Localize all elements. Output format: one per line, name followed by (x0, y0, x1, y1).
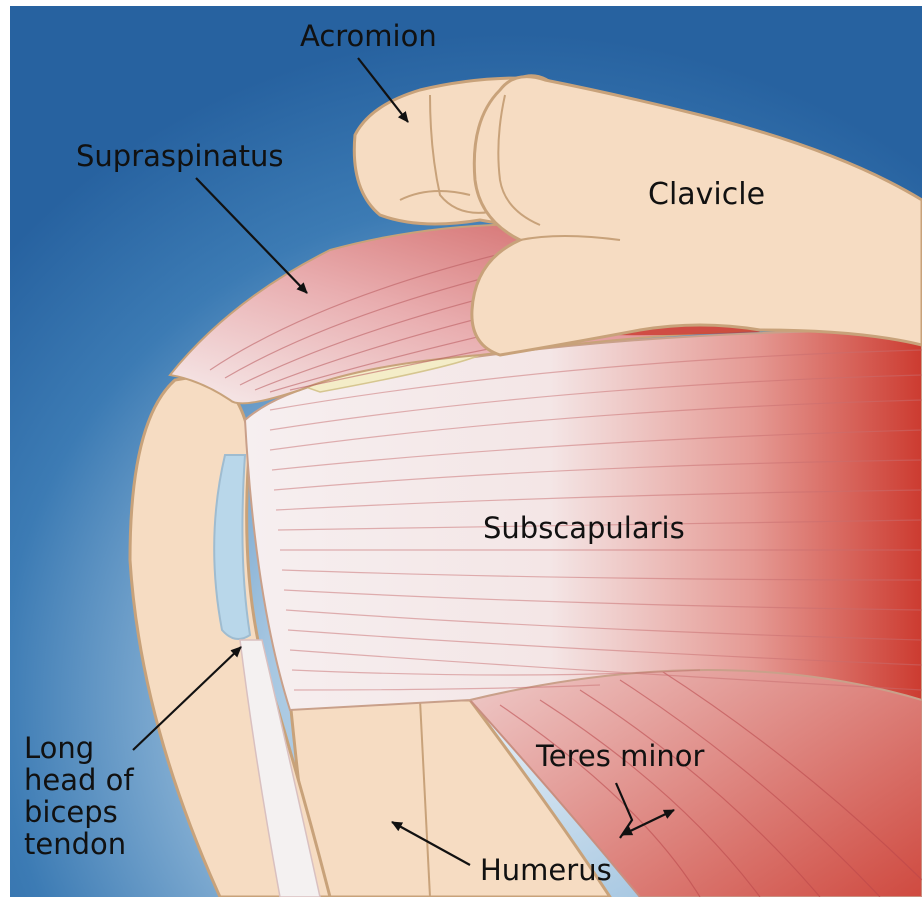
label-long-head-line2: head of (24, 763, 134, 797)
label-long-head-line1: Long (24, 731, 94, 765)
label-subscapularis: Subscapularis (483, 511, 685, 545)
label-supraspinatus: Supraspinatus (76, 139, 283, 173)
label-long-head-line3: biceps (24, 795, 118, 829)
label-clavicle: Clavicle (648, 177, 765, 212)
label-teres-minor: Teres minor (535, 739, 705, 773)
label-acromion: Acromion (300, 19, 437, 53)
label-humerus: Humerus (480, 853, 612, 887)
label-long-head-line4: tendon (24, 827, 126, 861)
